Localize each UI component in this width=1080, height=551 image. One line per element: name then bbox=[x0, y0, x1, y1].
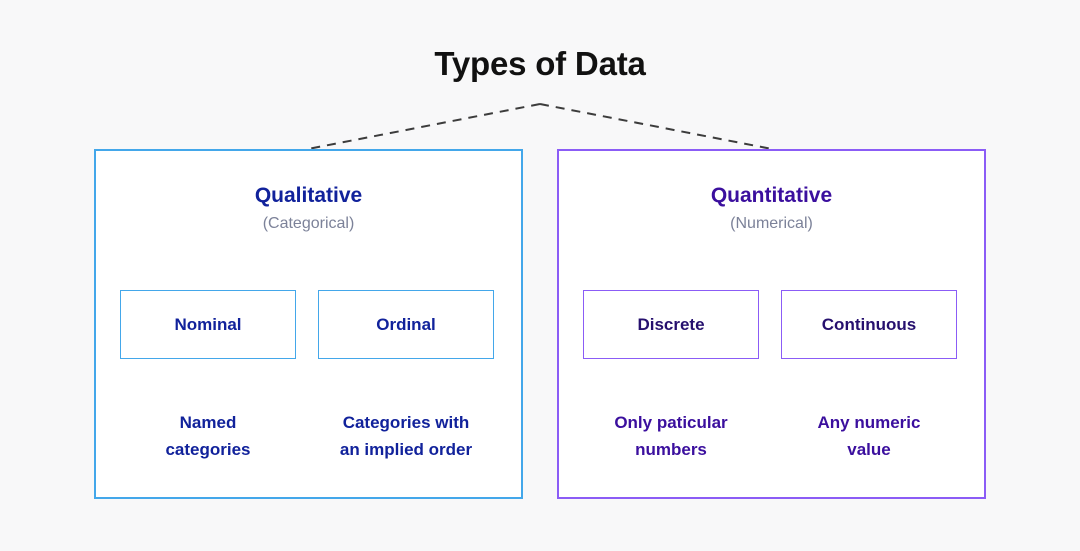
description-continuous-line2: value bbox=[847, 440, 891, 459]
description-ordinal: Categories with an implied order bbox=[311, 409, 501, 463]
node-nominal-label: Nominal bbox=[174, 314, 242, 334]
node-discrete-label: Discrete bbox=[637, 314, 705, 334]
node-ordinal-label: Ordinal bbox=[376, 314, 436, 334]
description-nominal: Named categories bbox=[113, 409, 303, 463]
node-nominal: Nominal bbox=[120, 290, 296, 359]
panel-quantitative-title: Quantitative bbox=[710, 184, 833, 207]
diagram-title: Types of Data bbox=[434, 45, 646, 82]
node-ordinal: Ordinal bbox=[318, 290, 494, 359]
description-continuous: Any numeric value bbox=[774, 409, 964, 463]
description-ordinal-line2: an implied order bbox=[339, 440, 473, 459]
node-continuous-label: Continuous bbox=[821, 314, 917, 334]
description-discrete-line2: numbers bbox=[635, 440, 707, 459]
description-nominal-line1: Named bbox=[179, 413, 237, 432]
root-connector-left bbox=[307, 103, 541, 150]
description-discrete: Only paticular numbers bbox=[576, 409, 766, 463]
node-discrete: Discrete bbox=[583, 290, 759, 359]
description-nominal-line2: categories bbox=[165, 440, 251, 459]
panel-quantitative-subtitle: (Numerical) bbox=[730, 215, 813, 233]
description-discrete-line1: Only paticular bbox=[614, 413, 728, 432]
panel-qualitative-title: Qualitative bbox=[254, 184, 363, 207]
panel-quantitative-header: Quantitative (Numerical) bbox=[559, 184, 984, 233]
panel-qualitative-header: Qualitative (Categorical) bbox=[96, 184, 521, 233]
root-connector-right bbox=[539, 103, 773, 150]
description-continuous-line1: Any numeric bbox=[817, 413, 921, 432]
panel-qualitative-subtitle: (Categorical) bbox=[262, 215, 355, 233]
description-ordinal-line1: Categories with bbox=[342, 413, 470, 432]
node-continuous: Continuous bbox=[781, 290, 957, 359]
